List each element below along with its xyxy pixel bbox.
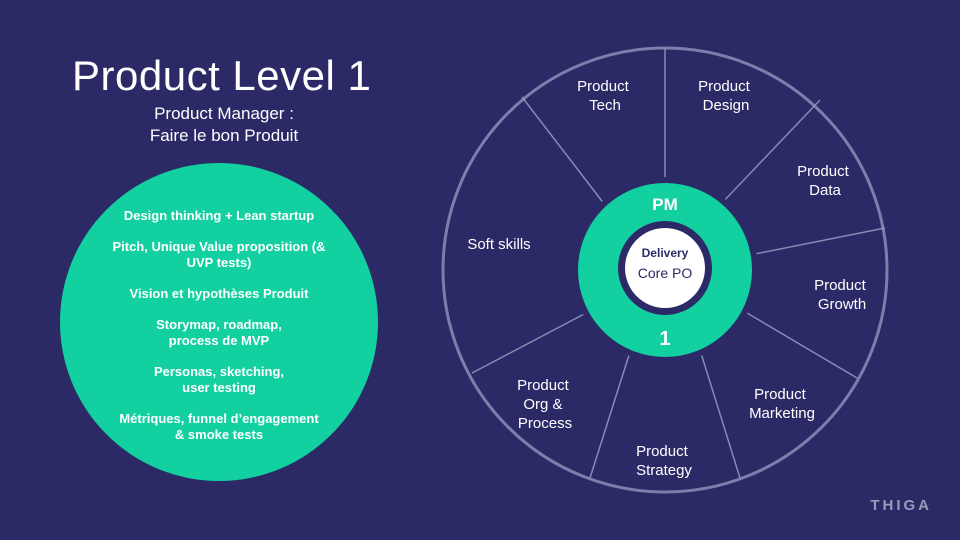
segment-growth-label: Product Growth — [814, 277, 870, 313]
hub-core-label: Core PO — [638, 265, 693, 281]
hub-delivery-label: Delivery — [642, 246, 689, 260]
skill-item: Pitch, Unique Value proposition (& UVP t… — [112, 239, 326, 270]
segment-design-label: Product Design — [698, 78, 754, 114]
skills-circle — [60, 163, 378, 481]
skills-list: Design thinking + Lean startup Pitch, Un… — [94, 208, 344, 458]
skill-item: Vision et hypothèses Produit — [129, 286, 309, 301]
wheel-divider — [589, 351, 631, 479]
wheel-divider — [741, 309, 858, 379]
segment-design-line: Product — [698, 78, 751, 95]
segment-strategy-line: Strategy — [636, 462, 692, 479]
segment-soft-skills-line: Soft skills — [467, 236, 530, 253]
slide-title: Product Level 1 — [72, 52, 372, 99]
segment-growth-line: Growth — [818, 296, 866, 313]
segment-data-line: Data — [809, 182, 841, 199]
hub-level-label: 1 — [659, 328, 670, 350]
thiga-logo: THIGA — [870, 497, 932, 514]
segment-strategy-label: Product Strategy — [636, 443, 692, 479]
segment-marketing-line: Product — [754, 386, 807, 403]
wheel-divider — [749, 227, 886, 256]
segment-design-line: Design — [703, 97, 750, 114]
segment-org-label: Product Org & Process — [517, 377, 573, 432]
segment-data-line: Product — [797, 163, 850, 180]
segment-tech-line: Tech — [589, 97, 621, 114]
subtitle-line-role: Product Manager : — [154, 104, 294, 123]
wheel-divider — [521, 96, 606, 206]
segment-tech-label: Product Tech — [577, 78, 633, 114]
slide-subtitle: Product Manager : Faire le bon Produit — [114, 103, 334, 147]
skill-item: Métriques, funnel d’engagement & smoke t… — [119, 411, 319, 442]
segment-soft-skills-label: Soft skills — [467, 236, 530, 253]
segment-marketing-line: Marketing — [749, 405, 815, 422]
segment-strategy-line: Product — [636, 443, 689, 460]
segment-growth-line: Product — [814, 277, 867, 294]
wheel-divider — [699, 349, 741, 479]
skill-item: Storymap, roadmap, process de MVP — [156, 317, 282, 348]
wheel-divider — [719, 99, 821, 206]
segment-tech-line: Product — [577, 78, 630, 95]
hub-pm-label: PM — [652, 195, 678, 214]
skill-item: Design thinking + Lean startup — [123, 208, 315, 223]
skill-item: Personas, sketching, user testing — [153, 364, 285, 395]
hub-core — [625, 228, 705, 308]
wheel-divider — [471, 311, 589, 374]
segment-marketing-label: Product Marketing — [749, 386, 815, 422]
segment-org-line: Product — [517, 377, 570, 394]
subtitle-line-mission: Faire le bon Produit — [149, 126, 299, 145]
segment-org-line: Process — [518, 415, 572, 432]
segment-data-label: Product Data — [797, 163, 853, 199]
segment-org-line: Org & — [523, 396, 562, 413]
